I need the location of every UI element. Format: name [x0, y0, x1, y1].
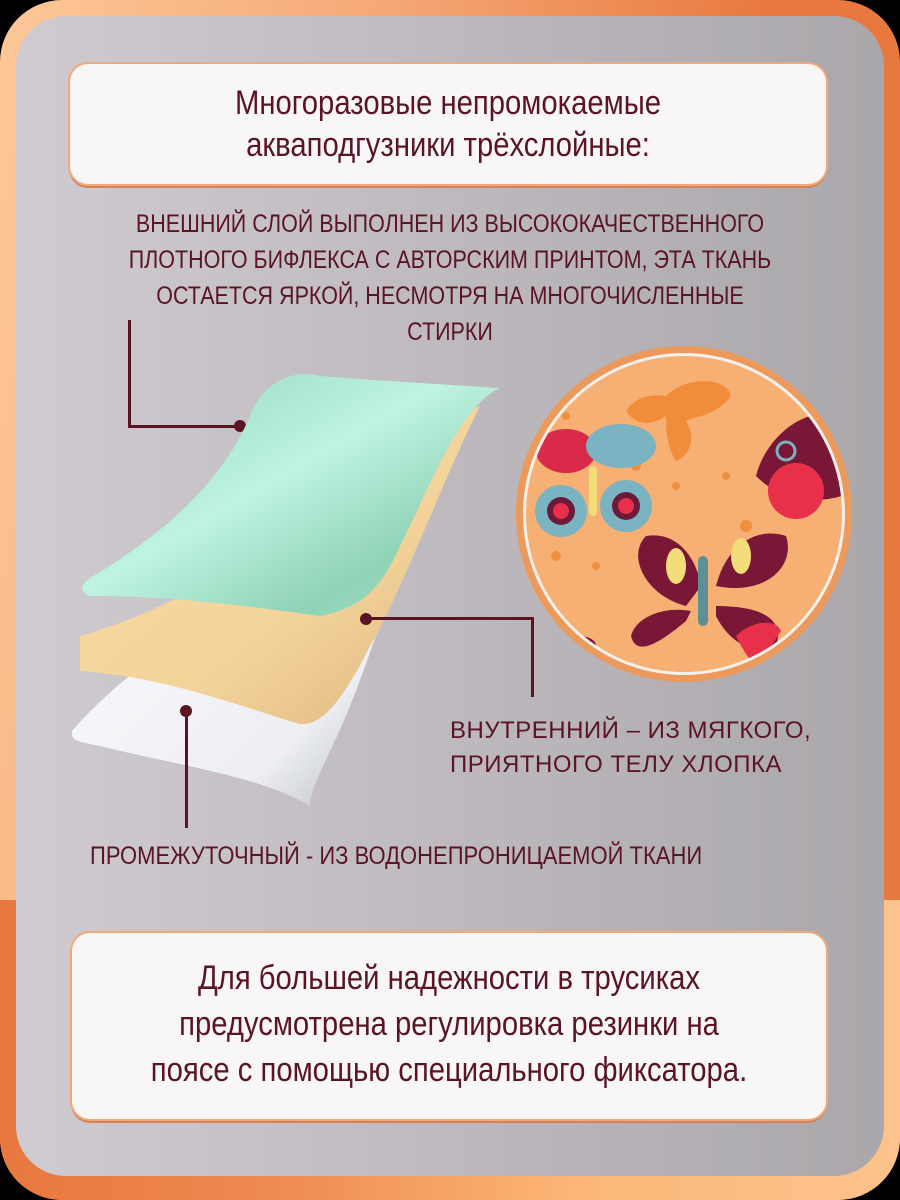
outer-layer-sheet — [82, 374, 500, 616]
title-card: Многоразовые непромокаемые акваподгузник… — [70, 64, 826, 184]
content-panel: Многоразовые непромокаемые акваподгузник… — [16, 16, 884, 1176]
outer-layer-label: Внешний слой выполнен из высококачествен… — [128, 210, 772, 346]
inner-connector-horizontal — [366, 617, 534, 620]
butterfly-right — [756, 414, 842, 519]
outer-connector-dot — [234, 420, 246, 432]
middle-connector-vertical — [185, 710, 188, 828]
info-card: Для большей надежности в трусиках предус… — [72, 933, 826, 1119]
page-title: Многоразовые непромокаемые акваподгузник… — [235, 84, 661, 164]
inner-connector-vertical — [531, 617, 534, 697]
butterfly-fabric-swatch — [526, 356, 842, 672]
butterfly-center — [631, 533, 788, 649]
outer-connector-vertical — [128, 320, 131, 428]
outer-connector-horizontal — [128, 425, 240, 428]
butterfly-left — [535, 424, 656, 537]
butterfly-pattern-icon — [535, 381, 842, 666]
info-text: Для большей надежности в трусиках предус… — [150, 959, 748, 1089]
middle-layer-label: Промежуточный - из водонепроницаемой тка… — [90, 842, 703, 870]
fabric-layers-illustration — [71, 374, 500, 806]
inner-layer-label: Внутренний – из мягкого, приятного телу … — [450, 717, 812, 778]
